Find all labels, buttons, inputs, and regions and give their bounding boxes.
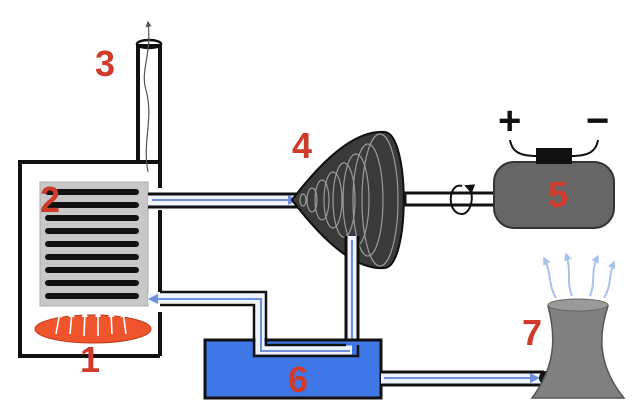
heat-arrows	[55, 310, 127, 337]
label-6: 6	[288, 359, 308, 400]
tank-inner-pipe-outline	[160, 290, 360, 358]
generator-terminal	[536, 148, 572, 164]
cooling-tower	[530, 300, 626, 399]
label-3: 3	[95, 43, 115, 84]
label-1: 1	[80, 339, 100, 380]
generator-wire-positive	[509, 139, 538, 157]
label-7: 7	[522, 312, 542, 353]
generator-wire-negative	[570, 139, 599, 157]
heat-exchanger-tubes	[45, 189, 139, 299]
rotation-arrow	[449, 184, 476, 216]
return-flow-arrow	[148, 294, 350, 352]
cooling-tower-top	[547, 298, 609, 312]
label-2: 2	[40, 179, 60, 220]
steam-arrows	[543, 252, 616, 299]
positive-sign: +	[498, 99, 521, 143]
label-5: 5	[548, 174, 568, 215]
negative-sign: −	[586, 99, 609, 143]
label-4: 4	[292, 125, 312, 166]
smoke-line	[143, 20, 152, 173]
turbine-outlet-pipe	[344, 236, 360, 350]
burner-flame	[34, 314, 152, 344]
turbine-shaft	[403, 191, 503, 207]
cooling-pipe	[381, 370, 544, 387]
